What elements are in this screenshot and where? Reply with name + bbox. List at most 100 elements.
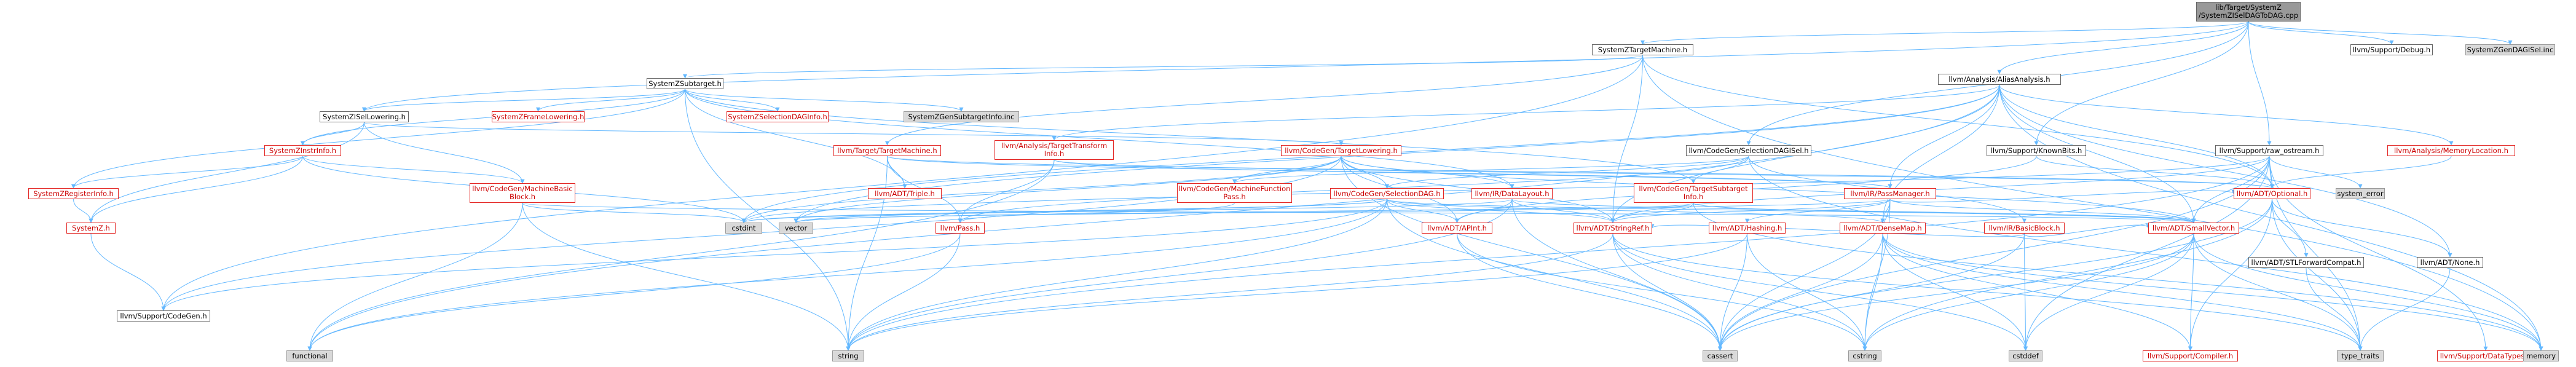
graph-node-isell[interactable]: SystemZISelLowering.h: [320, 111, 409, 122]
edge-isell-to-tlow: [364, 122, 1343, 146]
graph-node-genisel: SystemZGenDAGISel.inc: [2465, 44, 2555, 55]
graph-node-sysz[interactable]: SystemZ.h: [66, 223, 116, 234]
edge-aa-to-pm: [1888, 84, 2000, 189]
edge-tti-to-opt: [1054, 159, 2274, 189]
edge-tm-to-cgen: [161, 55, 1643, 311]
graph-node-dmap[interactable]: llvm/ADT/DenseMap.h: [1840, 223, 1926, 234]
edge-mbb-to-string: [522, 202, 851, 351]
edge-svec-to-cassert: [1718, 233, 2194, 351]
edge-tti-to-func: [307, 159, 1055, 351]
edge-pm-to-svec: [1889, 199, 2196, 223]
edge-tm-to-sub: [683, 55, 1643, 79]
edge-apint-to-cstring: [1457, 233, 1867, 351]
graph-node-reginfo[interactable]: SystemZRegisterInfo.h: [28, 188, 119, 199]
edge-opt-to-comp: [2188, 199, 2272, 351]
edge-stlfc-to-ttraits: [2306, 267, 2363, 351]
graph-node-dbg[interactable]: llvm/Support/Debug.h: [2350, 44, 2433, 55]
edge-aa-to-func: [307, 84, 2000, 351]
graph-node-instr[interactable]: SystemZInstrInfo.h: [264, 145, 341, 156]
edge-root-to-dbg: [2248, 21, 2394, 45]
edge-hash-to-cassert: [1718, 233, 1747, 351]
graph-node-aa[interactable]: llvm/Analysis/AliasAnalysis.h: [1938, 74, 2061, 85]
edge-dlay-to-svec: [1511, 199, 2196, 223]
edge-mbb-to-func: [307, 202, 523, 351]
graph-node-kbits[interactable]: llvm/Support/KnownBits.h: [1987, 145, 2086, 156]
graph-node-mbb[interactable]: llvm/CodeGen/MachineBasic Block.h: [470, 183, 575, 203]
edge-rawos-to-syserr: [2269, 156, 2363, 189]
edge-dmap-to-memory: [1882, 233, 2543, 351]
edge-mbb-to-cstdint: [522, 202, 746, 223]
graph-node-rawos[interactable]: llvm/Support/raw_ostream.h: [2215, 145, 2323, 156]
graph-node-apint[interactable]: llvm/ADT/APInt.h: [1422, 223, 1492, 234]
edge-aa-to-none: [1999, 84, 2452, 258]
edge-dlay-to-cstdint: [741, 199, 1513, 223]
edge-cgsd-to-sref: [1387, 199, 1615, 223]
edge-sub-to-triple: [685, 89, 907, 189]
graph-node-svec[interactable]: llvm/ADT/SmallVector.h: [2148, 223, 2239, 234]
graph-node-bb[interactable]: llvm/IR/BasicBlock.h: [1984, 223, 2065, 234]
graph-node-tlow[interactable]: llvm/CodeGen/TargetLowering.h: [1281, 145, 1401, 156]
edge-aa-to-memloc: [1999, 84, 2454, 146]
edge-cgsd-to-dmap: [1387, 199, 1885, 223]
graph-node-dlay[interactable]: llvm/IR/DataLayout.h: [1471, 188, 1553, 199]
graph-node-tti[interactable]: llvm/Analysis/TargetTransform Info.h: [995, 140, 1114, 160]
edge-sub-to-framel: [536, 89, 685, 112]
graph-node-dtypes[interactable]: llvm/Support/DataTypes.h: [2437, 350, 2534, 361]
graph-node-tm[interactable]: SystemZTargetMachine.h: [1592, 44, 1693, 55]
graph-node-framel[interactable]: SystemZFrameLowering.h: [492, 111, 585, 122]
edge-svec-to-comp: [2188, 233, 2194, 351]
edge-sub-to-isell: [362, 89, 685, 112]
graph-node-cstring: cstring: [1848, 350, 1881, 361]
edge-dmap-to-comp: [1882, 233, 2192, 351]
edge-sub-to-tsub: [685, 89, 1696, 184]
edge-cgsdi-to-mfpass: [1232, 156, 1749, 184]
edge-reginfo-to-sysz: [73, 199, 93, 223]
graph-node-gensub: SystemZGenSubtargetInfo.inc: [904, 111, 1019, 122]
edge-pm-to-hash: [1745, 199, 1891, 223]
graph-node-sub[interactable]: SystemZSubtarget.h: [647, 78, 723, 89]
graph-node-sref[interactable]: llvm/ADT/StringRef.h: [1574, 223, 1652, 234]
edge-memloc-to-opt: [2270, 156, 2452, 189]
graph-node-cgsdi[interactable]: llvm/CodeGen/SelectionDAGISel.h: [1686, 145, 1811, 156]
edge-bb-to-sref: [1650, 224, 2025, 237]
graph-node-memloc[interactable]: llvm/Analysis/MemoryLocation.h: [2387, 145, 2515, 156]
graph-node-stlfc[interactable]: llvm/ADT/STLForwardCompat.h: [2248, 257, 2364, 268]
edge-opt-to-none: [2272, 199, 2452, 258]
edge-tlow-to-cstdint: [741, 156, 1342, 223]
graph-node-tsub[interactable]: llvm/CodeGen/TargetSubtarget Info.h: [1634, 183, 1753, 203]
graph-node-hash[interactable]: llvm/ADT/Hashing.h: [1709, 223, 1786, 234]
edge-tm-to-memory: [1642, 55, 2543, 351]
edge-bb-to-cassert: [1718, 233, 2025, 351]
graph-node-comp[interactable]: llvm/Support/Compiler.h: [2143, 350, 2238, 361]
edge-cgsdi-to-cgsd: [1385, 156, 1749, 189]
graph-node-memory: memory: [2523, 350, 2559, 361]
edge-aa-to-opt: [1999, 84, 2274, 189]
edge-aa-to-svec: [1999, 84, 2196, 223]
edge-rawos-to-sref: [1610, 156, 2270, 223]
edge-ttm-to-string: [846, 156, 888, 351]
edge-mbb-to-svec: [522, 202, 2196, 223]
graph-node-pm[interactable]: llvm/IR/PassManager.h: [1844, 188, 1936, 199]
graph-node-cgen[interactable]: llvm/Support/CodeGen.h: [117, 310, 210, 322]
edge-apint-to-cassert: [1457, 233, 1722, 351]
edge-kbits-to-opt: [2036, 156, 2274, 189]
edge-tlow-to-mfpass: [1232, 156, 1342, 184]
edge-pass-to-func: [307, 233, 961, 351]
edge-opt-to-cassert: [1718, 199, 2272, 351]
graph-node-cgsd[interactable]: llvm/CodeGen/SelectionDAG.h: [1330, 188, 1444, 199]
graph-node-none[interactable]: llvm/ADT/None.h: [2417, 257, 2483, 268]
graph-node-triple[interactable]: llvm/ADT/Triple.h: [868, 188, 942, 199]
edge-isell-to-sysz: [89, 122, 364, 223]
edge-aa-to-tti: [1052, 84, 2000, 141]
graph-node-seldag[interactable]: SystemZSelectionDAGInfo.h: [727, 111, 829, 122]
graph-node-mfpass[interactable]: llvm/CodeGen/MachineFunction Pass.h: [1177, 183, 1292, 203]
edge-none-to-ttraits: [2358, 267, 2451, 351]
edge-instr-to-sysz: [89, 156, 303, 223]
edge-root-to-isell: [362, 21, 2249, 112]
graph-node-opt[interactable]: llvm/ADT/Optional.h: [2234, 188, 2310, 199]
graph-node-pass[interactable]: llvm/Pass.h: [935, 223, 985, 234]
edge-sub-to-string: [685, 89, 851, 351]
graph-node-ttm[interactable]: llvm/Target/TargetMachine.h: [833, 145, 941, 156]
edge-tsub-to-svec: [1693, 202, 2196, 223]
